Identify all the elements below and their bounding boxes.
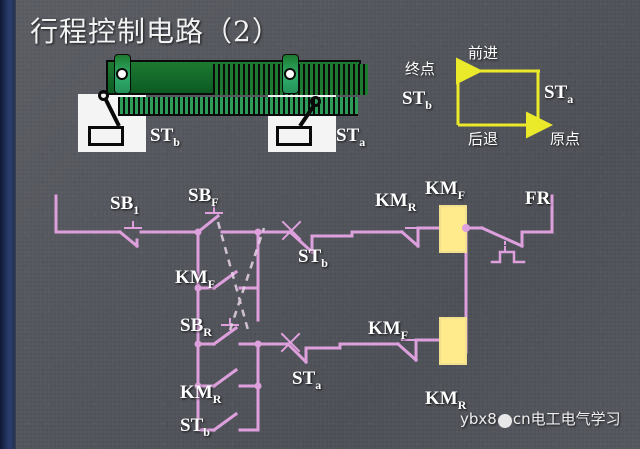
circuit-label-text: ST	[180, 415, 204, 436]
circuit-label-subscript: R	[457, 397, 467, 412]
circuit-label-limit-switch-a: STa	[292, 368, 321, 393]
watermark-prefix: ybx8	[460, 409, 497, 428]
circuit-label-reverse-hold-contact: KMR	[180, 382, 221, 407]
circuit-label-subscript: R	[407, 199, 417, 214]
circuit-label-text: KM	[425, 178, 458, 199]
circuit-label-forward-start-button: SBF	[188, 185, 219, 210]
watermark-logo-icon	[497, 413, 512, 428]
endpoint-label: 终点	[405, 60, 436, 78]
circuit-label-forward-hold-contact: KMF	[175, 267, 215, 292]
loop-label-stb: STb	[402, 88, 432, 113]
mech-stb-sub: b	[173, 134, 180, 149]
circuit-label-forward-coil: KMF	[425, 178, 465, 203]
circuit-label-subscript: b	[203, 424, 210, 439]
loop-sta-text: ST	[544, 82, 568, 103]
left-lever-pivot	[98, 90, 109, 101]
circuit-label-thermal-relay: FR	[525, 188, 550, 210]
lever-linkage	[103, 97, 317, 128]
mechanical-assembly: STb STa	[78, 54, 368, 160]
loop-sta-sub: a	[567, 91, 574, 106]
left-accent-strip	[0, 0, 16, 449]
circuit-label-text: FR	[525, 188, 551, 209]
circuit-label-subscript: F	[457, 187, 466, 202]
backward-label: 后退	[468, 130, 499, 148]
origin-label: 原点	[550, 130, 581, 148]
circuit-label-text: KM	[425, 388, 458, 409]
circuit-label-subscript: 1	[133, 202, 140, 217]
circuit-label-subscript: R	[212, 391, 222, 406]
right-lever-pivot	[310, 96, 321, 107]
circuit-label-text: SB	[188, 185, 212, 206]
left-limit-switch-body	[88, 126, 124, 146]
forward-contactor-coil	[439, 205, 467, 253]
forward-label: 前进	[468, 44, 499, 62]
circuit-label-limit-switch-b-hold: STb	[180, 415, 210, 440]
watermark: ybx8 cn电工电气学习	[460, 408, 621, 429]
right-limit-switch-body	[276, 126, 312, 146]
circuit-label-text: KM	[375, 190, 408, 211]
page-title: 行程控制电路（2）	[30, 15, 281, 48]
circuit-label-limit-switch-b: STb	[298, 246, 328, 271]
circuit-label-reverse-start-button: SBR	[180, 315, 212, 340]
mech-sta-sub: a	[359, 134, 366, 149]
circuit-label-text: ST	[298, 246, 322, 267]
right-roller	[284, 68, 296, 80]
loop-label-sta: STa	[544, 82, 573, 107]
circuit-label-text: KM	[368, 318, 401, 339]
circuit-label-text: KM	[180, 382, 213, 403]
circuit-label-reverse-interlock-contact: KMR	[375, 190, 416, 215]
circuit-label-subscript: F	[211, 194, 219, 209]
mech-label-sta: STa	[336, 125, 365, 150]
circuit-label-text: SB	[180, 315, 204, 336]
mech-stb-text: ST	[150, 125, 174, 146]
motion-loop-arrows	[456, 57, 553, 139]
loop-stb-sub: b	[425, 97, 432, 112]
mech-label-stb: STb	[150, 125, 180, 150]
motion-loop-diagram: 前进 后退 终点 原点 STb STa	[402, 42, 635, 150]
circuit-label-subscript: R	[203, 324, 212, 339]
circuit-label-forward-interlock-contact: KMF	[368, 318, 408, 343]
circuit-label-subscript: b	[321, 255, 328, 270]
circuit-label-subscript: F	[400, 327, 409, 342]
table-rack	[118, 97, 358, 116]
circuit-label-text: SB	[110, 193, 134, 214]
mech-sta-text: ST	[336, 125, 360, 146]
circuit-label-subscript: F	[207, 276, 216, 291]
circuit-label-text: ST	[292, 368, 316, 389]
watermark-suffix: cn电工电气学习	[512, 410, 621, 428]
left-roller	[116, 68, 128, 80]
circuit-label-text: KM	[175, 267, 208, 288]
circuit-label-stop-button: SB1	[110, 193, 139, 218]
loop-stb-text: ST	[402, 88, 426, 109]
circuit-label-reverse-coil: KMR	[425, 388, 466, 413]
circuit-label-subscript: a	[315, 377, 322, 392]
reverse-contactor-coil	[439, 317, 467, 365]
